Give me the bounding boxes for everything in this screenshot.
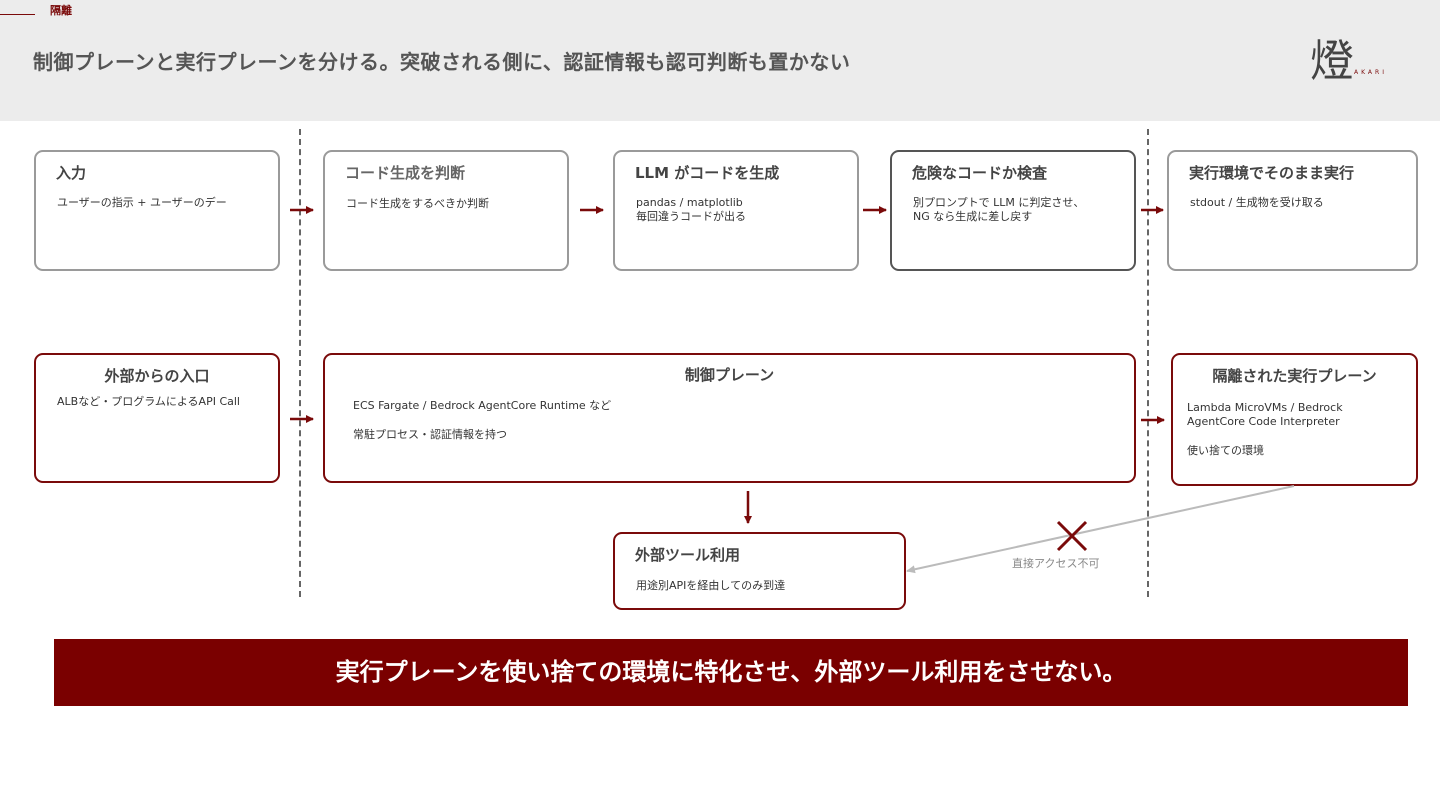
flow-step-generate: LLM がコードを生成 pandas / matplotlib 毎回違うコードが… bbox=[613, 150, 859, 271]
no-access-label: 直接アクセス不可 bbox=[1012, 557, 1100, 570]
execution-plane-line2: 使い捨ての環境 bbox=[1187, 444, 1264, 457]
logo-glyph: 燈 bbox=[1310, 36, 1354, 87]
execution-plane-box: 隔離された実行プレーン Lambda MicroVMs / Bedrock Ag… bbox=[1171, 353, 1418, 486]
execution-plane-title: 隔離された実行プレーン bbox=[1212, 367, 1377, 385]
execution-plane-line1: Lambda MicroVMs / Bedrock AgentCore Code… bbox=[1187, 401, 1343, 428]
flow-step-title: 実行環境でそのまま実行 bbox=[1189, 164, 1355, 182]
control-plane-line1: ECS Fargate / Bedrock AgentCore Runtime … bbox=[353, 399, 612, 412]
control-plane-title: 制御プレーン bbox=[684, 366, 775, 384]
header-band: 隔離 制御プレーンと実行プレーンを分ける。突破される側に、認証情報も認可判断も置… bbox=[0, 0, 1440, 121]
flow-step-title: 入力 bbox=[56, 164, 87, 182]
flow-step-judge: コード生成を判断 コード生成をするべきか判断 bbox=[323, 150, 569, 271]
external-entry-title: 外部からの入口 bbox=[104, 367, 210, 385]
flow-step-text: コード生成をするべきか判断 bbox=[346, 197, 489, 210]
flow-step-text: stdout / 生成物を受け取る bbox=[1190, 196, 1324, 209]
flow-step-input: 入力 ユーザーの指示 + ユーザーのデー bbox=[34, 150, 280, 271]
flow-step-inspect: 危険なコードか検査 別プロンプトで LLM に判定させ、 NG なら生成に差し戻… bbox=[890, 150, 1136, 271]
boundary-line-left bbox=[299, 129, 301, 597]
control-plane-box: 制御プレーン ECS Fargate / Bedrock AgentCore R… bbox=[323, 353, 1136, 483]
flow-step-execute: 実行環境でそのまま実行 stdout / 生成物を受け取る bbox=[1167, 150, 1418, 271]
control-plane-line2: 常駐プロセス・認証情報を持つ bbox=[353, 428, 507, 441]
logo-text: AKARI bbox=[1354, 69, 1387, 76]
flow-step-text: ユーザーの指示 + ユーザーのデー bbox=[57, 196, 227, 209]
arrow-no-direct-access bbox=[906, 485, 1295, 574]
flow-step-text: 別プロンプトで LLM に判定させ、 NG なら生成に差し戻す bbox=[913, 196, 1085, 223]
blocked-cross-icon bbox=[1056, 520, 1088, 552]
conclusion-banner: 実行プレーンを使い捨ての環境に特化させ、外部ツール利用をさせない。 bbox=[54, 639, 1408, 706]
external-tools-text: 用途別APIを経由してのみ到達 bbox=[636, 579, 786, 592]
flow-step-text: pandas / matplotlib 毎回違うコードが出る bbox=[636, 196, 746, 223]
akari-logo: 燈 AKARI bbox=[1308, 36, 1398, 92]
boundary-line-right bbox=[1147, 129, 1149, 597]
flow-step-title: コード生成を判断 bbox=[345, 164, 466, 182]
page-title: 制御プレーンと実行プレーンを分ける。突破される側に、認証情報も認可判断も置かない bbox=[33, 50, 851, 74]
flow-step-title: 危険なコードか検査 bbox=[912, 164, 1048, 182]
flow-step-title: LLM がコードを生成 bbox=[635, 164, 780, 182]
external-tools-box: 外部ツール利用 用途別APIを経由してのみ到達 bbox=[613, 532, 906, 610]
external-tools-title: 外部ツール利用 bbox=[635, 546, 741, 564]
section-label: 隔離 bbox=[50, 4, 72, 17]
external-entry-text: ALBなど・プログラムによるAPI Call bbox=[57, 395, 240, 408]
external-entry-box: 外部からの入口 ALBなど・プログラムによるAPI Call bbox=[34, 353, 280, 483]
section-rule bbox=[0, 14, 35, 15]
